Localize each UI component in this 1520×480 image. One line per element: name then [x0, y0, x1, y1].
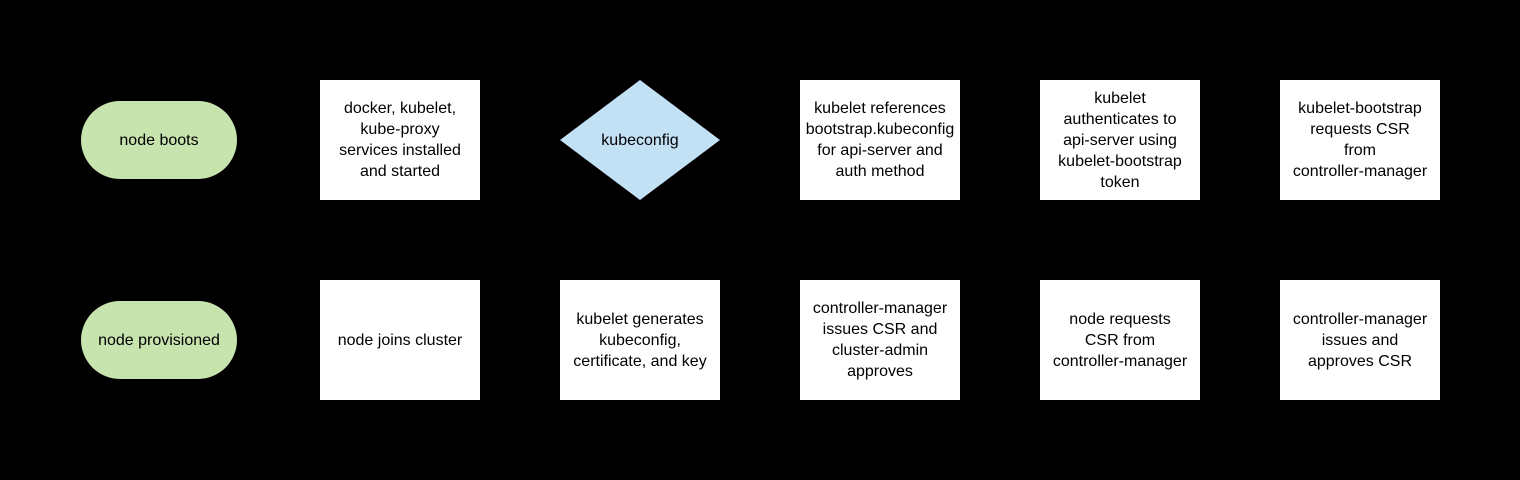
- process-cm-issues-and-approves-csr: controller-manager issues and approves C…: [1280, 280, 1440, 400]
- node-label: docker, kubelet, kube-proxy services ins…: [339, 100, 461, 180]
- terminator-node-provisioned: node provisioned: [81, 301, 237, 379]
- node-label: kubelet generates kubeconfig, certificat…: [573, 310, 707, 370]
- node-label: kubeconfig: [601, 131, 679, 149]
- node-label: node requests CSR from controller-manage…: [1052, 310, 1188, 370]
- process-node-requests-csr: node requests CSR from controller-manage…: [1040, 280, 1200, 400]
- process-kubelet-authenticates: kubelet authenticates to api-server usin…: [1040, 80, 1200, 200]
- node-label: kubelet references bootstrap.kubeconfig …: [805, 100, 955, 180]
- node-label: controller-manager issues CSR and cluste…: [812, 300, 948, 380]
- node-label: controller-manager issues and approves C…: [1292, 310, 1428, 370]
- process-cm-issues-csr-admin-approves: controller-manager issues CSR and cluste…: [800, 280, 960, 400]
- node-label: node boots: [119, 131, 199, 149]
- terminator-node-boots: node boots: [81, 101, 237, 179]
- node-label: node joins cluster: [337, 331, 463, 349]
- node-label: kubelet-bootstrap requests CSR from cont…: [1292, 100, 1428, 180]
- node-label: node provisioned: [98, 331, 220, 349]
- process-kubelet-bootstrap-requests-csr: kubelet-bootstrap requests CSR from cont…: [1280, 80, 1440, 200]
- process-kubelet-references-bootstrap: kubelet references bootstrap.kubeconfig …: [800, 80, 960, 200]
- process-services-installed: docker, kubelet, kube-proxy services ins…: [320, 80, 480, 200]
- process-node-joins-cluster: node joins cluster: [320, 280, 480, 400]
- node-label: kubelet authenticates to api-server usin…: [1058, 89, 1182, 191]
- process-kubelet-generates: kubelet generates kubeconfig, certificat…: [560, 280, 720, 400]
- decision-kubeconfig: kubeconfig: [560, 80, 720, 200]
